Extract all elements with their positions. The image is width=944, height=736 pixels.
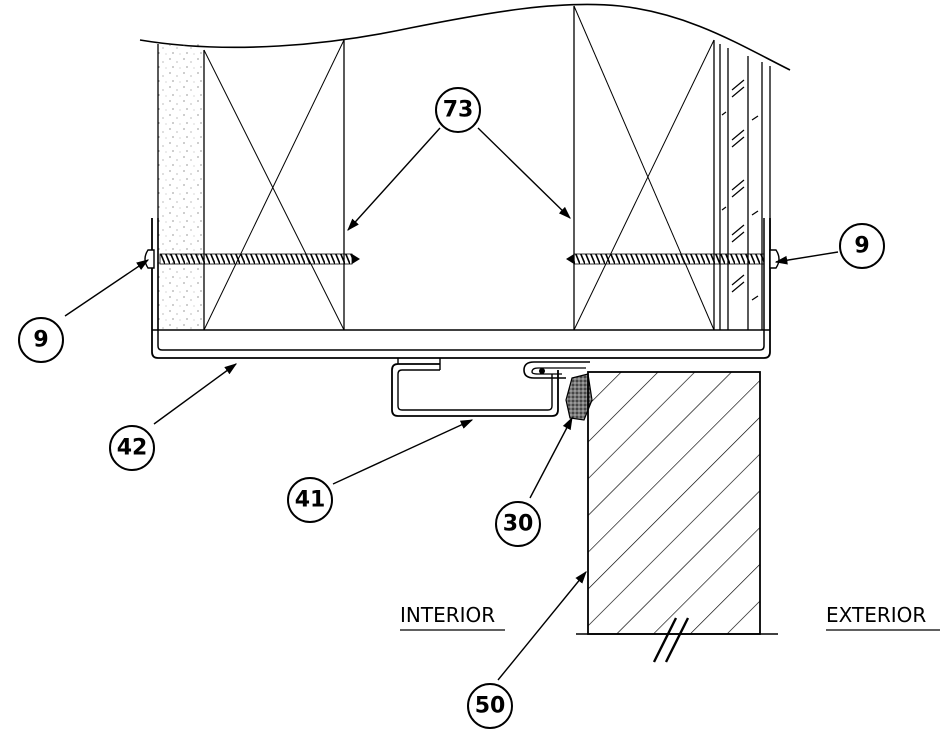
exterior-label-group: EXTERIOR [826, 603, 940, 631]
leader-lines [64, 127, 839, 681]
callout-9-left-label: 9 [33, 328, 48, 353]
callout-9-left: 9 [18, 317, 64, 363]
right-screw [566, 249, 780, 269]
exterior-sheathing [719, 44, 771, 330]
right-stud [573, 5, 715, 331]
interior-label-group: INTERIOR [400, 603, 505, 631]
callout-50-label: 50 [475, 694, 506, 719]
foundation-block [576, 371, 778, 663]
callout-50: 50 [467, 683, 513, 729]
callout-41: 41 [287, 477, 333, 523]
callout-41-label: 41 [295, 488, 326, 513]
seal-gasket [523, 361, 593, 421]
callout-30-label: 30 [503, 512, 534, 537]
left-stud [203, 39, 345, 331]
callout-42-label: 42 [117, 436, 148, 461]
callout-73-label: 73 [443, 98, 474, 123]
interior-finish-layer [158, 44, 204, 329]
callout-30: 30 [495, 501, 541, 547]
interior-label: INTERIOR [400, 603, 495, 627]
head-channel [151, 218, 771, 359]
wall-section [139, 3, 791, 331]
exterior-label: EXTERIOR [826, 603, 926, 627]
callout-9-right-label: 9 [854, 234, 869, 259]
callout-9-right: 9 [839, 223, 885, 269]
callout-73: 73 [435, 87, 481, 133]
callout-42: 42 [109, 425, 155, 471]
frame-profile [391, 358, 559, 417]
